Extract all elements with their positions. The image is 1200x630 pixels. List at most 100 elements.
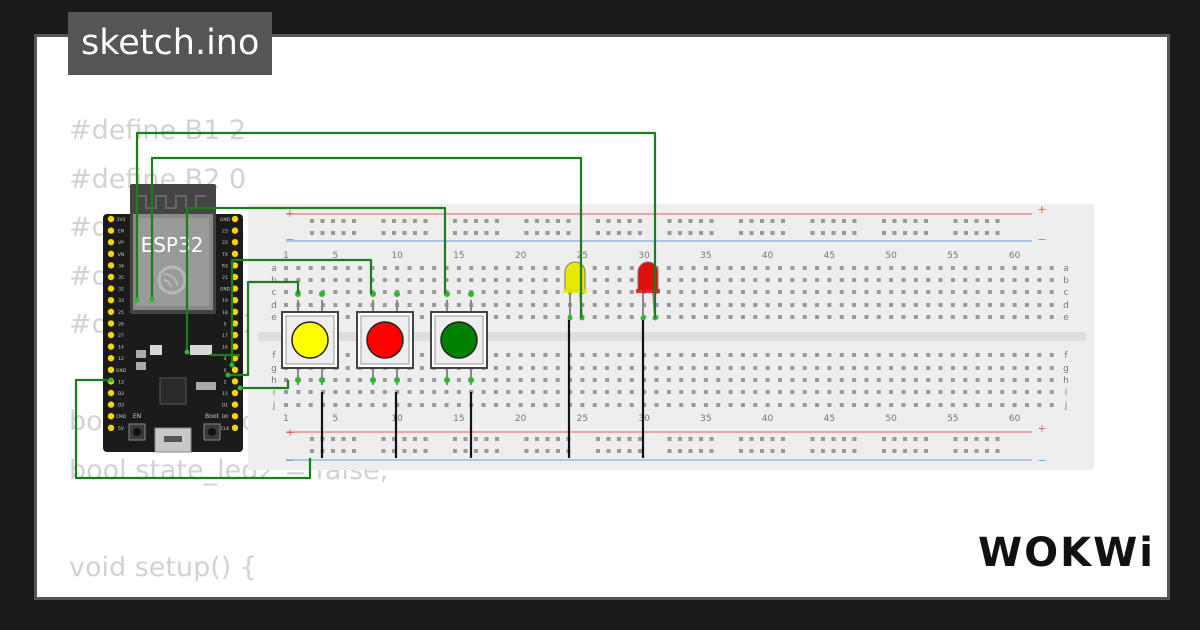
boot-label: Boot (205, 413, 219, 420)
breadboard-hole (987, 378, 992, 382)
breadboard-hole (802, 303, 807, 307)
rail-hole (341, 449, 346, 453)
rail-hole (831, 231, 836, 235)
breadboard-hole (370, 266, 375, 270)
breadboard-hole (617, 266, 622, 270)
breadboard-hole (321, 303, 326, 307)
rail-hole (392, 449, 396, 453)
rail-hole (310, 437, 314, 441)
breadboard-hole (691, 403, 696, 407)
breadboard-hole (629, 266, 634, 270)
breadboard-hole (852, 403, 857, 407)
row-letter: b (1063, 276, 1069, 286)
breadboard-hole (444, 266, 449, 270)
breadboard-hole (839, 378, 844, 382)
breadboard-hole (889, 353, 894, 357)
breadboard-hole (543, 315, 548, 319)
breadboard-hole (531, 353, 535, 357)
breadboard-hole (456, 403, 461, 407)
rail-hole (638, 231, 642, 235)
pin-label: 15 (222, 391, 228, 397)
breadboard-hole (456, 266, 461, 270)
breadboard-hole (407, 266, 412, 270)
pin-label: 14 (118, 345, 124, 351)
breadboard-hole (296, 390, 301, 394)
rail-hole (310, 449, 314, 453)
header-pin (231, 389, 239, 397)
rail-hole (903, 449, 907, 453)
breadboard-hole (753, 266, 758, 270)
breadboard-hole (1037, 403, 1042, 407)
breadboard-hole (926, 403, 931, 407)
rail-hole (535, 437, 539, 441)
rail-hole (495, 437, 499, 441)
breadboard-hole (666, 315, 671, 319)
breadboard-hole (703, 290, 708, 294)
breadboard-hole (580, 303, 585, 307)
breadboard-hole (308, 303, 313, 307)
jumper-wire (185, 206, 447, 352)
pin-label: 2 (224, 379, 227, 385)
breadboard-hole (666, 266, 671, 270)
rail-hole (903, 437, 907, 441)
rail-hole (974, 219, 979, 223)
breadboard-hole (876, 378, 881, 382)
breadboard-hole (864, 390, 869, 394)
breadboard-hole (481, 266, 486, 270)
breadboard-hole (382, 266, 387, 270)
red-pushbutton-cap (366, 321, 404, 359)
breadboard-hole (1000, 366, 1005, 370)
breadboard-hole (1012, 303, 1017, 307)
rail-hole (760, 219, 764, 223)
breadboard-hole (432, 403, 437, 407)
breadboard-hole (543, 266, 548, 270)
rail-hole (453, 219, 457, 223)
breadboard-hole (1037, 390, 1042, 394)
breadboard-hole (617, 303, 622, 307)
breadboard-hole (827, 303, 832, 307)
rail-sign: + (1037, 203, 1046, 216)
breadboard-hole (432, 278, 437, 282)
pin-label: GND (220, 217, 231, 223)
breadboard-hole (926, 353, 931, 357)
breadboard-hole (518, 315, 523, 319)
breadboard-hole (432, 378, 437, 382)
breadboard-hole (543, 403, 548, 407)
en-button-cap (133, 428, 141, 436)
breadboard-hole (852, 353, 857, 357)
breadboard-hole (778, 366, 782, 370)
rail-sign: + (285, 207, 294, 220)
header-pin (231, 273, 239, 281)
row-letter: h (271, 376, 277, 386)
breadboard-hole (963, 378, 968, 382)
breadboard-hole (1012, 366, 1017, 370)
breadboard-hole (456, 378, 461, 382)
breadboard-hole (716, 353, 721, 357)
connection-dot (394, 377, 400, 383)
pin-label: 0 (224, 368, 227, 374)
breadboard-hole (901, 290, 906, 294)
breadboard-hole (913, 303, 918, 307)
breadboard-hole (432, 290, 437, 294)
pin-label: 18 (222, 310, 228, 316)
breadboard-hole (778, 390, 782, 394)
breadboard-hole (815, 290, 820, 294)
column-number: 5 (333, 251, 339, 261)
file-tab[interactable]: sketch.ino (68, 12, 273, 75)
rail-hole (760, 231, 764, 235)
connection-dot (319, 377, 325, 383)
breadboard-hole (506, 403, 511, 407)
rail-hole (556, 449, 560, 453)
breadboard-hole (493, 378, 498, 382)
breadboard-hole (370, 390, 375, 394)
breadboard-hole (382, 290, 387, 294)
breadboard-hole (987, 303, 992, 307)
rail-hole (760, 449, 764, 453)
rail-hole (392, 219, 396, 223)
breadboard-hole (839, 315, 844, 319)
rail-hole (995, 231, 1000, 235)
breadboard-hole (1000, 378, 1005, 382)
breadboard-hole (691, 378, 696, 382)
breadboard-hole (1037, 378, 1042, 382)
breadboard-hole (543, 378, 548, 382)
